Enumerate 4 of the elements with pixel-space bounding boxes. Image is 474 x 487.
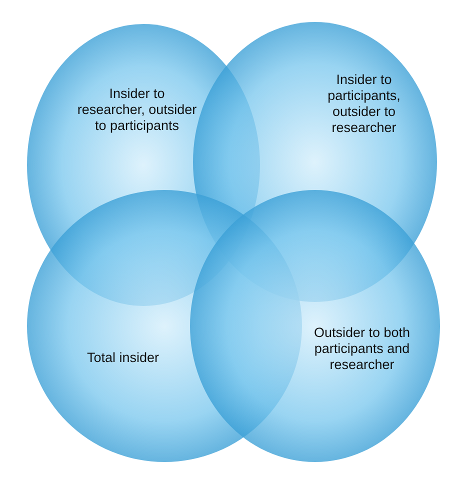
circle-label: Total insider <box>86 350 160 366</box>
circle-label: Insider to participants, outsider to researcher <box>326 72 402 136</box>
circle-label: Outsider to both participants and researcher <box>312 325 412 373</box>
circle-label: Insider to researcher, outsider to participants <box>76 86 198 134</box>
